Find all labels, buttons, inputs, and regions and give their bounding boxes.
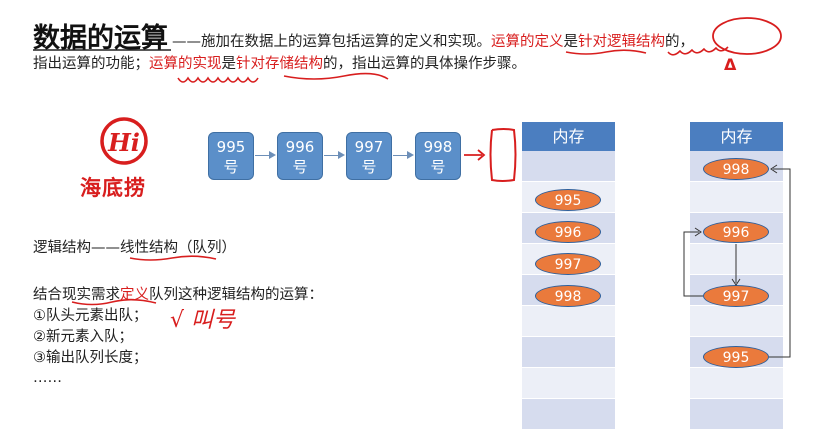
header-is-1: 是	[563, 34, 579, 50]
header-line2-a: 指出运算的功能；	[33, 56, 149, 72]
queue-arrow	[393, 151, 414, 159]
header-comma-1: 的，	[665, 34, 694, 50]
queue-box-998: 998 号	[415, 132, 461, 180]
handwriting-note: √ 叫号	[170, 308, 236, 333]
title-underline	[33, 49, 171, 51]
header-for-logic-red: 针对逻辑结构	[578, 34, 665, 50]
operation-item-2: ②新元素入队；	[33, 329, 133, 345]
header-def-red: 运算的定义	[491, 34, 564, 50]
queue-box-suffix: 号	[361, 158, 377, 176]
header-for-storage-red: 针对存储结构	[236, 56, 323, 72]
memory-cell	[690, 244, 783, 275]
queue-box-suffix: 号	[430, 158, 446, 176]
header-line-1: ——施加在数据上的运算包括运算的定义和实现。运算的定义是针对逻辑结构的，	[172, 30, 694, 51]
memory-element: 995	[703, 346, 769, 368]
logo-glyph: Hi	[107, 128, 140, 157]
queue-arrow	[324, 151, 345, 159]
brand-logo-text: 海底捞	[80, 176, 146, 200]
memory-cell	[690, 399, 783, 430]
requirement-underline	[71, 298, 157, 306]
linear-structure: 线性结构	[120, 240, 178, 256]
memory-element: 998	[535, 285, 601, 307]
memory-header: 内存	[522, 122, 615, 151]
memory-cell	[690, 368, 783, 399]
memory-element: 995	[535, 189, 601, 211]
memory-cell	[690, 306, 783, 337]
memory-cell	[690, 182, 783, 213]
queue-box-number: 997	[354, 138, 384, 156]
requirement-line: 结合现实需求定义队列这种逻辑结构的运算：	[33, 283, 323, 304]
queue-label: （队列）	[178, 240, 236, 256]
memory-header: 内存	[690, 122, 783, 151]
queue-box-995: 995 号	[208, 132, 254, 180]
memory-element: 996	[703, 221, 769, 243]
memory-element: 997	[535, 253, 601, 275]
header-annotation-mark: Δ	[724, 55, 737, 74]
logic-structure-line: 逻辑结构——线性结构（队列）	[33, 236, 236, 257]
header-dash-text: ——施加在数据上的运算包括运算的定义和实现。	[172, 34, 491, 50]
operation-item-3: ③输出队列长度；	[33, 350, 148, 366]
queue-box-suffix: 号	[223, 158, 239, 176]
operation-item-1: ①队头元素出队；	[33, 308, 148, 324]
queue-box-number: 996	[285, 138, 315, 156]
requirement-suffix: 队列这种逻辑结构的运算：	[149, 287, 323, 303]
memory-cell	[522, 306, 615, 337]
memory-element: 997	[703, 285, 769, 307]
header-line2-b: 的，指出运算的具体操作步骤。	[323, 56, 526, 72]
memory-column-left: 内存	[522, 122, 615, 430]
memory-cell	[522, 337, 615, 368]
linear-underline	[129, 255, 217, 261]
header-impl-red: 运算的实现	[149, 56, 222, 72]
logic-label: 逻辑结构——	[33, 240, 120, 256]
header-line-2: 指出运算的功能；运算的实现是针对存储结构的，指出运算的具体操作步骤。	[33, 52, 526, 73]
queue-box-suffix: 号	[292, 158, 308, 176]
page-title: 数据的运算	[33, 23, 168, 54]
queue-box-number: 995	[216, 138, 246, 156]
new-element-annotation	[464, 128, 517, 182]
define-red: 定义	[120, 287, 149, 303]
queue-box-996: 996 号	[277, 132, 323, 180]
queue-arrow	[255, 151, 276, 159]
memory-cell	[522, 151, 615, 182]
memory-element: 996	[535, 221, 601, 243]
requirement-prefix: 结合现实需求	[33, 287, 120, 303]
memory-cell	[522, 399, 615, 430]
memory-element: 998	[703, 158, 769, 180]
queue-box-997: 997 号	[346, 132, 392, 180]
memory-cell	[522, 368, 615, 399]
queue-box-number: 998	[423, 138, 453, 156]
header-is-2: 是	[221, 56, 237, 72]
ellipsis: ……	[33, 370, 62, 386]
brand-logo-icon: Hi	[100, 117, 148, 165]
